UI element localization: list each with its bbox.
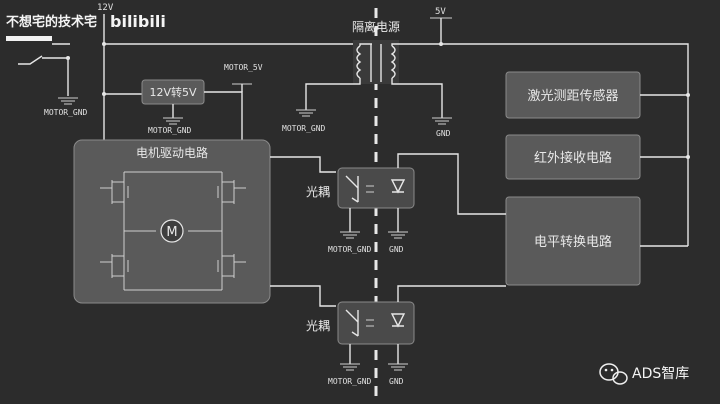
opto2-led xyxy=(390,313,406,328)
transformer-secondary-bottom xyxy=(391,78,443,118)
node-12v-converter xyxy=(102,92,106,96)
level-shift-block xyxy=(505,196,641,286)
label-converter: 12V转5V xyxy=(149,85,197,99)
switch-wire-2 xyxy=(42,57,69,96)
ground-symbol-1 xyxy=(58,97,78,105)
opto2-transistor xyxy=(345,309,359,337)
ground-symbol-4 xyxy=(432,117,452,125)
watermark-text: 不想宅的技术宅 xyxy=(6,14,97,30)
label-level-shift: 电平转换电路 xyxy=(534,234,612,250)
transformer-primary-bottom xyxy=(305,78,361,110)
switch-symbol xyxy=(18,55,43,65)
wire-opto2-to-level xyxy=(397,285,506,302)
ground-symbol-8 xyxy=(388,363,408,371)
node-5v xyxy=(439,42,443,46)
label-gnd-2: GND xyxy=(389,245,404,254)
transformer-primary-top xyxy=(359,43,372,46)
wire-opto1-to-level xyxy=(397,153,506,215)
ground-symbol-3 xyxy=(296,109,316,117)
motor-icon xyxy=(160,219,184,243)
brand-label: ADS智库 xyxy=(632,366,689,382)
bilibili-logo: bilibili xyxy=(110,12,166,31)
label-ir-receiver: 红外接收电路 xyxy=(534,150,612,166)
transformer-primary xyxy=(356,45,362,79)
label-12v: 12V xyxy=(97,3,114,13)
power-rail-bar xyxy=(6,36,52,41)
label-motor-gnd-2: MOTOR_GND xyxy=(148,126,192,135)
label-motor-gnd-4: MOTOR_GND xyxy=(328,245,372,254)
ground-symbol-2 xyxy=(163,117,183,125)
mosfet-q2 xyxy=(217,180,246,204)
opto2-light-arrows xyxy=(366,319,374,327)
transformer-core xyxy=(370,44,382,82)
wire-5v-out xyxy=(204,91,243,140)
opto1-transistor xyxy=(345,175,359,203)
label-motor-drive: 电机驱动电路 xyxy=(136,145,208,160)
wire-drive-to-opto1 xyxy=(270,156,336,173)
h-bridge-schematic: M xyxy=(100,171,246,291)
mosfet-q4 xyxy=(217,254,246,278)
rail-5v-isolated xyxy=(391,43,689,246)
label-motor-gnd-1: MOTOR_GND xyxy=(44,108,88,117)
switch-node xyxy=(66,56,70,60)
ground-symbol-6 xyxy=(388,231,408,239)
optocoupler-1-block xyxy=(337,167,415,209)
node-12v xyxy=(102,42,106,46)
transformer-secondary xyxy=(390,45,396,79)
label-motor-gnd-5: MOTOR_GND xyxy=(328,377,372,386)
label-motor-gnd-3: MOTOR_GND xyxy=(282,124,326,133)
label-optocoupler-2: 光耦 xyxy=(306,319,330,333)
wechat-icon xyxy=(599,363,628,385)
label-motor-symbol: M xyxy=(166,225,177,240)
ground-symbol-5 xyxy=(340,231,360,239)
opto1-led xyxy=(390,179,406,194)
mosfet-q3 xyxy=(100,254,129,278)
node-ir xyxy=(686,155,690,159)
wire-drive-to-opto2 xyxy=(270,285,336,307)
label-isolation-power: 隔离电源 xyxy=(352,19,400,34)
label-gnd-1: GND xyxy=(436,129,451,138)
label-optocoupler-1: 光耦 xyxy=(306,185,330,199)
opto1-light-arrows xyxy=(366,185,374,193)
node-laser xyxy=(686,93,690,97)
mosfet-q1 xyxy=(100,180,129,204)
optocoupler-2-block xyxy=(337,301,415,345)
label-laser-sensor: 激光测距传感器 xyxy=(527,88,618,104)
label-5v: 5V xyxy=(435,7,446,17)
ground-symbol-7 xyxy=(340,363,360,371)
label-motor-5v: MOTOR_5V xyxy=(224,63,263,72)
label-gnd-3: GND xyxy=(389,377,404,386)
